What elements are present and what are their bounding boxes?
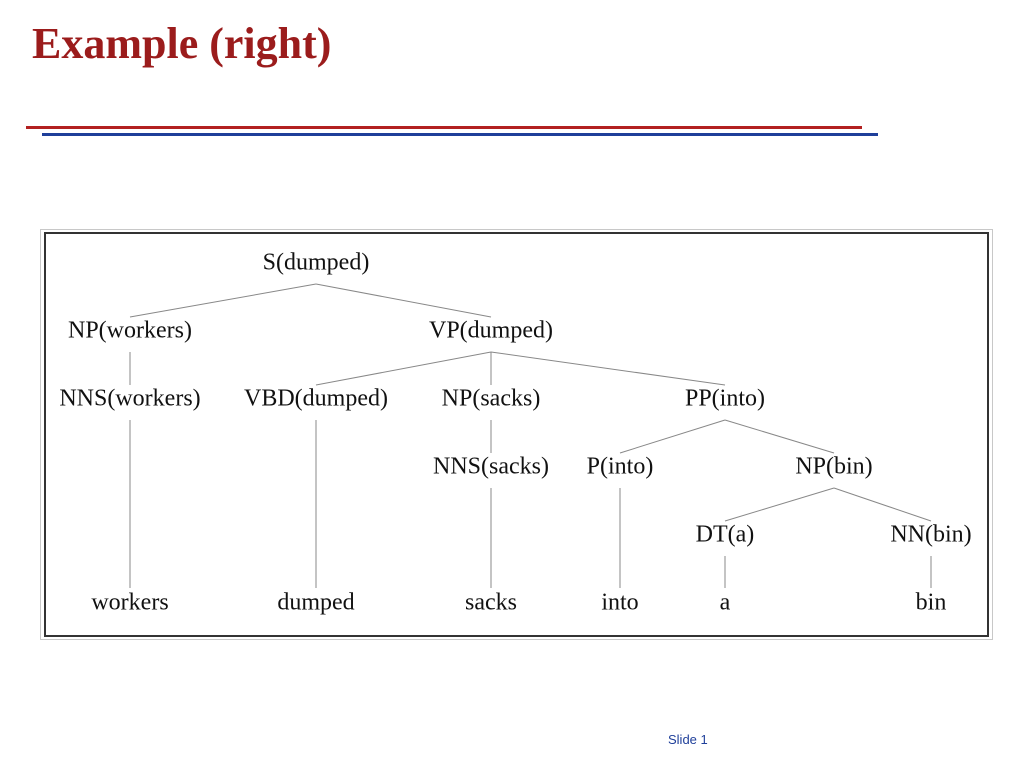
tree-nodes: S(dumped) NP(workers) VP(dumped) NNS(worker…	[59, 250, 971, 616]
tree-leaf-w5: a	[720, 590, 731, 616]
tree-leaf-w3: sacks	[465, 590, 517, 616]
tree-node-nns1: NNS(workers)	[59, 386, 200, 412]
tree-node-np1: NP(workers)	[68, 318, 192, 344]
title-underline-blue	[42, 133, 878, 136]
tree-edge-vp-vbd	[315, 351, 492, 386]
slide-title: Example (right)	[32, 19, 332, 68]
tree-leaf-w4: into	[601, 590, 638, 616]
tree-edge-np3-dt	[724, 487, 835, 522]
tree-edge-vp-pp	[490, 351, 726, 386]
tree-node-dt: DT(a)	[696, 522, 755, 548]
tree-node-pp: PP(into)	[685, 386, 765, 412]
tree-leaf-w6: bin	[916, 590, 947, 616]
tree-edge-s-np1	[129, 283, 317, 318]
tree-node-nns2: NNS(sacks)	[433, 454, 549, 480]
tree-edge-pp-p	[619, 419, 726, 454]
tree-node-vbd: VBD(dumped)	[244, 386, 388, 412]
tree-node-nn: NN(bin)	[890, 522, 971, 548]
tree-node-vp: VP(dumped)	[429, 318, 553, 344]
tree-node-p: P(into)	[587, 454, 654, 480]
tree-leaf-w1: workers	[91, 590, 168, 616]
tree-edge-pp-np3	[724, 419, 835, 454]
tree-edge-np3-nn	[833, 487, 932, 522]
title-underline-red	[26, 126, 862, 129]
tree-edges	[129, 283, 932, 588]
tree-edge-s-vp	[315, 283, 492, 318]
slide-number: Slide 1	[668, 732, 708, 747]
tree-node-np2: NP(sacks)	[442, 386, 541, 412]
tree-leaf-w2: dumped	[277, 590, 354, 616]
figure-inner-border	[44, 232, 989, 637]
tree-node-s: S(dumped)	[263, 250, 370, 276]
figure-outer-frame	[40, 229, 993, 640]
tree-node-np3: NP(bin)	[795, 454, 872, 480]
